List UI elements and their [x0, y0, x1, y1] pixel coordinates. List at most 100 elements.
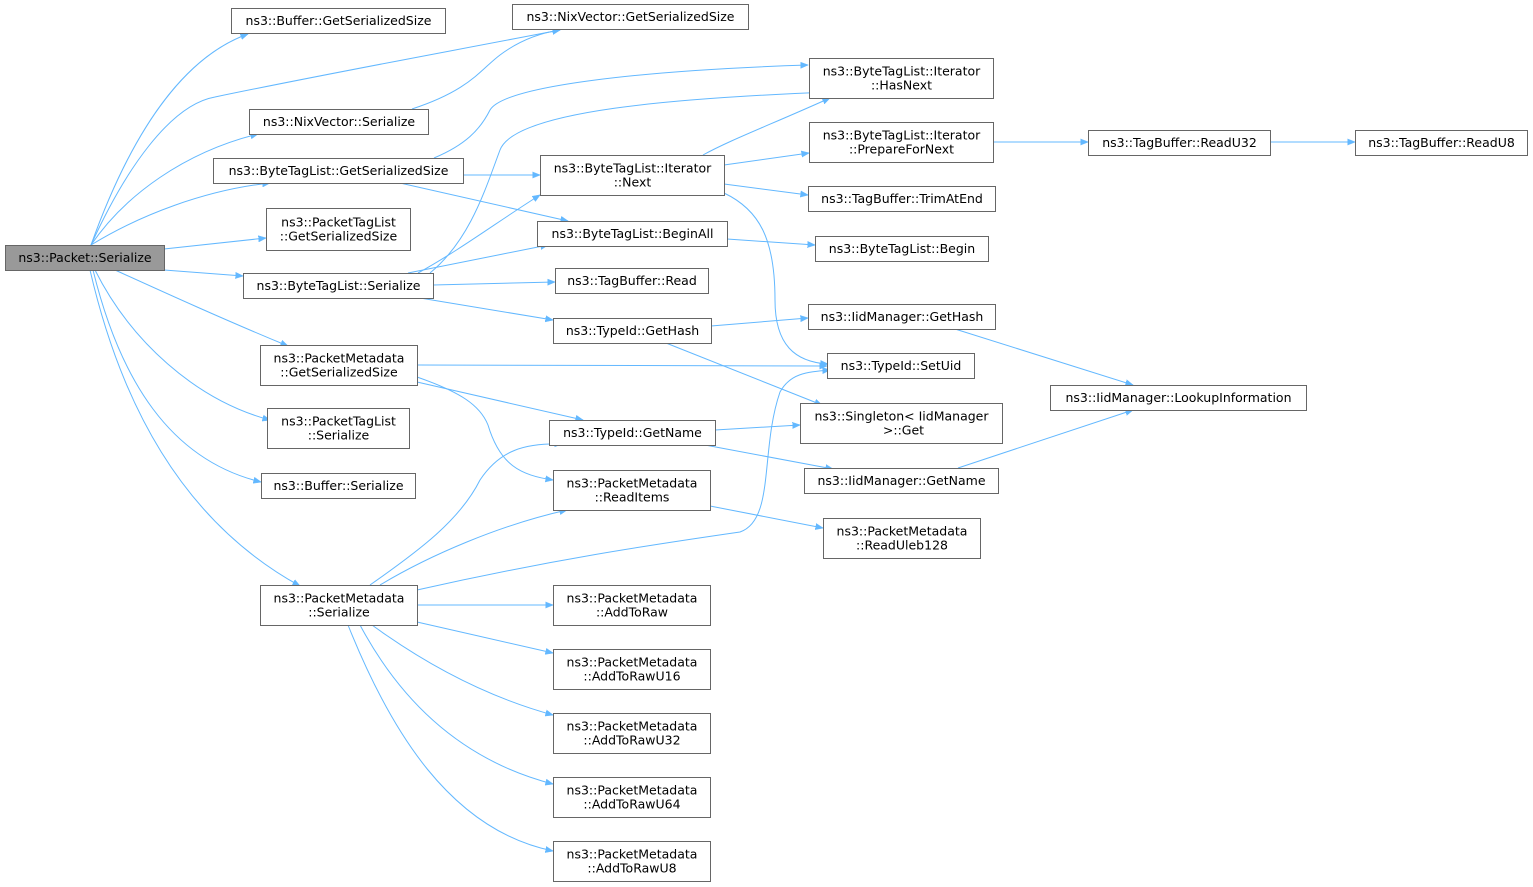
node-tagbuffer-read[interactable]: ns3::TagBuffer::Read — [555, 268, 709, 294]
node-iidmanager-gethash[interactable]: ns3::IidManager::GetHash — [808, 304, 996, 330]
node-label: ns3::PacketMetadata — [274, 591, 405, 606]
node-iterator-hasnext[interactable]: ns3::ByteTagList::Iterator::HasNext — [809, 58, 994, 99]
edge-bytetaglist_getserializedsize-to-bytetaglist_beginall — [399, 182, 568, 221]
node-nixvector-serialize[interactable]: ns3::NixVector::Serialize — [249, 109, 429, 135]
node-label: ::AddToRaw — [596, 605, 668, 620]
node-label: ns3::Singleton< IidManager — [814, 409, 989, 424]
node-label: ns3::PacketMetadata — [567, 476, 698, 491]
node-nixvector-getserializedsize[interactable]: ns3::NixVector::GetSerializedSize — [512, 4, 749, 30]
node-tagbuffer-readu8[interactable]: ns3::TagBuffer::ReadU8 — [1355, 130, 1528, 156]
node-label: ::AddToRawU64 — [583, 797, 680, 812]
node-tagbuffer-trimatend[interactable]: ns3::TagBuffer::TrimAtEnd — [808, 186, 996, 212]
node-box — [5, 245, 165, 271]
node-label: ns3::PacketMetadata — [567, 655, 698, 670]
node-label: ::AddToRawU16 — [583, 669, 680, 684]
node-box — [555, 268, 709, 294]
node-box — [231, 8, 446, 34]
edge-typeid_getname-to-singleton_get — [714, 425, 800, 431]
edge-packetmetadata_serialize-to-packetmetadata_addtorawu16 — [416, 621, 553, 653]
edge-packet_serialize-to-buffer_serialize — [92, 269, 261, 482]
edge-packetmetadata_serialize-to-packetmetadata_addtorawu32 — [371, 624, 553, 715]
node-label: ns3::ByteTagList::Iterator — [823, 128, 981, 143]
node-packetmetadata-addtoraw[interactable]: ns3::PacketMetadata::AddToRaw — [553, 585, 711, 626]
node-label: ::PrepareForNext — [849, 142, 954, 157]
node-box — [553, 713, 711, 754]
edge-packetmetadata_getserializedsize-to-packetmetadata_readitems — [416, 376, 553, 480]
edge-iterator_next-to-iterator_hasnext — [702, 97, 830, 156]
node-bytetaglist-begin[interactable]: ns3::ByteTagList::Begin — [815, 236, 989, 262]
node-label: ::Serialize — [308, 605, 370, 620]
node-label: ns3::Buffer::GetSerializedSize — [246, 13, 432, 28]
node-label: ::AddToRawU8 — [587, 861, 676, 876]
node-packetmetadata-readitems[interactable]: ns3::PacketMetadata::ReadItems — [553, 470, 711, 511]
node-box — [249, 109, 429, 135]
edge-iidmanager_gethash-to-iidmanager_lookupinformation — [954, 328, 1133, 385]
node-box — [553, 318, 712, 344]
node-label: ns3::PacketMetadata — [567, 591, 698, 606]
node-packetmetadata-serialize[interactable]: ns3::PacketMetadata::Serialize — [260, 585, 418, 626]
node-box — [808, 304, 996, 330]
node-label: ns3::NixVector::Serialize — [263, 114, 415, 129]
node-box — [261, 473, 416, 499]
edge-bytetaglist_serialize-to-tagbuffer_read — [432, 282, 555, 285]
node-box — [804, 468, 999, 494]
edge-bytetaglist_serialize-to-bytetaglist_beginall — [407, 245, 548, 274]
edge-typeid_gethash-to-iidmanager_gethash — [710, 318, 808, 327]
node-iterator-next[interactable]: ns3::ByteTagList::Iterator::Next — [540, 155, 725, 196]
node-label: ns3::PacketTagList — [281, 414, 396, 429]
node-label: ns3::ByteTagList::GetSerializedSize — [229, 163, 449, 178]
node-box — [540, 155, 725, 196]
node-buffer-serialize[interactable]: ns3::Buffer::Serialize — [261, 473, 416, 499]
node-box — [537, 221, 728, 247]
edge-iidmanager_getname-to-iidmanager_lookupinformation — [957, 410, 1133, 469]
node-packettaglist-serialize[interactable]: ns3::PacketTagList::Serialize — [267, 408, 410, 449]
node-label: ns3::TagBuffer::ReadU8 — [1368, 135, 1515, 150]
node-label: ::Next — [614, 175, 652, 190]
node-singleton-get[interactable]: ns3::Singleton< IidManager >::Get — [800, 403, 1003, 444]
node-box — [1050, 385, 1307, 411]
node-label: ::GetSerializedSize — [280, 365, 398, 380]
node-box — [553, 777, 711, 818]
node-packet-serialize[interactable]: ns3::Packet::Serialize — [5, 245, 165, 271]
node-packetmetadata-addtorawu16[interactable]: ns3::PacketMetadata::AddToRawU16 — [553, 649, 711, 690]
node-label: ns3::IidManager::GetHash — [821, 309, 984, 324]
node-box — [553, 470, 711, 511]
node-tagbuffer-readu32[interactable]: ns3::TagBuffer::ReadU32 — [1088, 130, 1271, 156]
node-packettaglist-getserializedsize[interactable]: ns3::PacketTagList::GetSerializedSize — [266, 208, 411, 251]
node-packetmetadata-addtorawu64[interactable]: ns3::PacketMetadata::AddToRawU64 — [553, 777, 711, 818]
node-packetmetadata-addtorawu32[interactable]: ns3::PacketMetadata::AddToRawU32 — [553, 713, 711, 754]
node-label: ns3::TypeId::GetHash — [566, 323, 699, 338]
node-box — [800, 403, 1003, 444]
node-bytetaglist-getserializedsize[interactable]: ns3::ByteTagList::GetSerializedSize — [213, 158, 464, 184]
node-label: ns3::ByteTagList::Serialize — [257, 278, 421, 293]
node-buffer-getserializedsize[interactable]: ns3::Buffer::GetSerializedSize — [231, 8, 446, 34]
node-label: ns3::Packet::Serialize — [18, 250, 152, 265]
edge-bytetaglist_serialize-to-iterator_next — [417, 195, 540, 274]
node-bytetaglist-serialize[interactable]: ns3::ByteTagList::Serialize — [243, 273, 434, 299]
edge-packet_serialize-to-nixvector_serialize — [90, 134, 258, 246]
node-typeid-gethash[interactable]: ns3::TypeId::GetHash — [553, 318, 712, 344]
node-label: ns3::ByteTagList::Iterator — [554, 161, 712, 176]
node-packetmetadata-readuleb128[interactable]: ns3::PacketMetadata::ReadUleb128 — [823, 518, 981, 559]
node-label: ns3::PacketMetadata — [837, 524, 968, 539]
node-packetmetadata-addtorawu8[interactable]: ns3::PacketMetadata::AddToRawU8 — [553, 841, 711, 882]
node-typeid-getname[interactable]: ns3::TypeId::GetName — [549, 420, 716, 446]
node-bytetaglist-beginall[interactable]: ns3::ByteTagList::BeginAll — [537, 221, 728, 247]
node-iidmanager-lookupinformation[interactable]: ns3::IidManager::LookupInformation — [1050, 385, 1307, 411]
node-label: ns3::ByteTagList::Iterator — [823, 64, 981, 79]
node-iidmanager-getname[interactable]: ns3::IidManager::GetName — [804, 468, 999, 494]
node-label: ns3::TagBuffer::ReadU32 — [1102, 135, 1257, 150]
nodes-layer: ns3::Packet::Serialize ns3::Buffer::GetSe… — [5, 4, 1528, 882]
node-box — [243, 273, 434, 299]
node-packetmetadata-getserializedsize[interactable]: ns3::PacketMetadata::GetSerializedSize — [260, 345, 418, 386]
edge-packet_serialize-to-packettaglist_serialize — [94, 269, 270, 420]
node-iterator-preparefornext[interactable]: ns3::ByteTagList::Iterator::PrepareForNe… — [809, 122, 994, 163]
node-box — [809, 58, 994, 99]
node-box — [213, 158, 464, 184]
edge-iterator_next-to-iterator_preparefornext — [723, 153, 809, 166]
node-box — [553, 649, 711, 690]
node-box — [267, 408, 410, 449]
node-box — [553, 841, 711, 882]
node-typeid-setuid[interactable]: ns3::TypeId::SetUid — [827, 353, 975, 379]
node-box — [260, 585, 418, 626]
